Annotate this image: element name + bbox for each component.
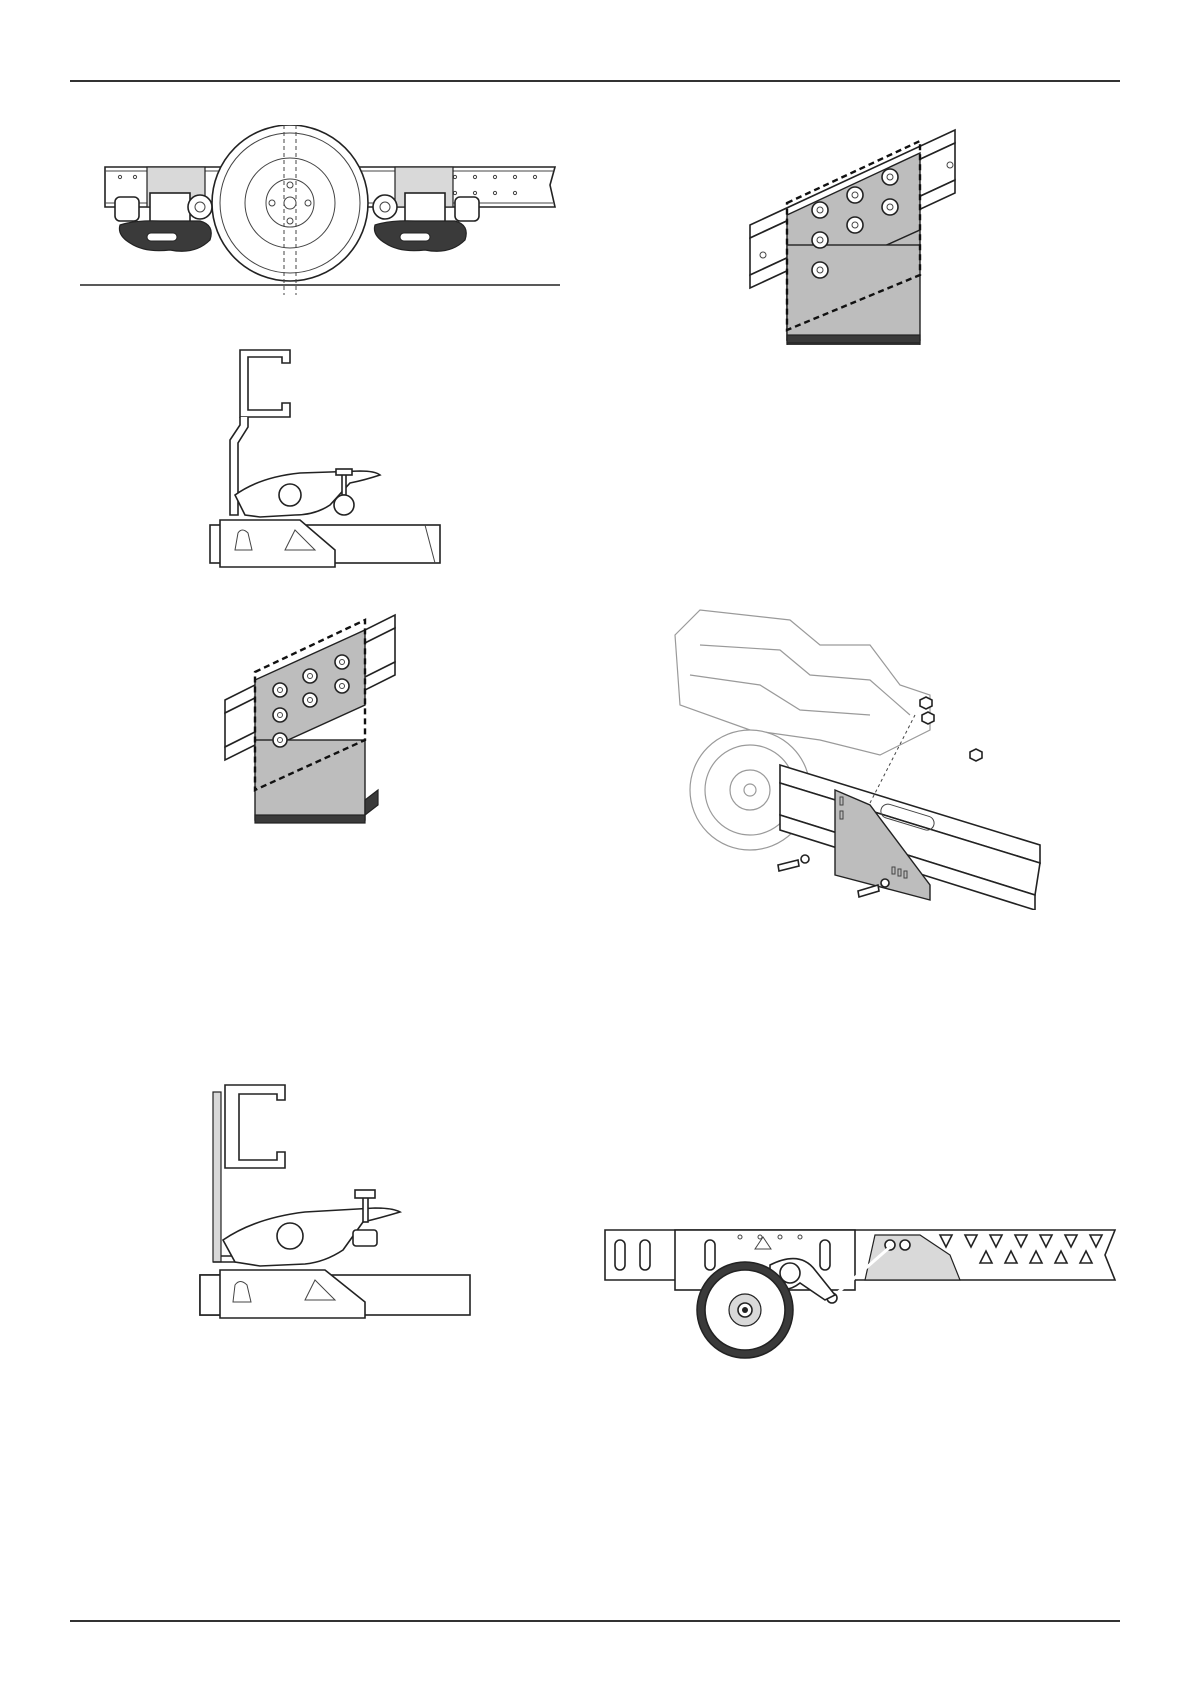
- figure-bracket-mounting-exploded: [670, 605, 1050, 910]
- figure-bolted-plate-middle: [220, 610, 410, 835]
- header-rule: [70, 80, 1120, 82]
- figure-chassis-stabilizer-bracket: [600, 1225, 1120, 1365]
- figure-clamp-section-2: [195, 1080, 475, 1320]
- figure-clamp-section-1: [200, 345, 450, 570]
- figure-chassis-side-view: [75, 125, 565, 300]
- footer-rule: [70, 1620, 1120, 1622]
- figure-bolted-plate-top: [745, 125, 975, 345]
